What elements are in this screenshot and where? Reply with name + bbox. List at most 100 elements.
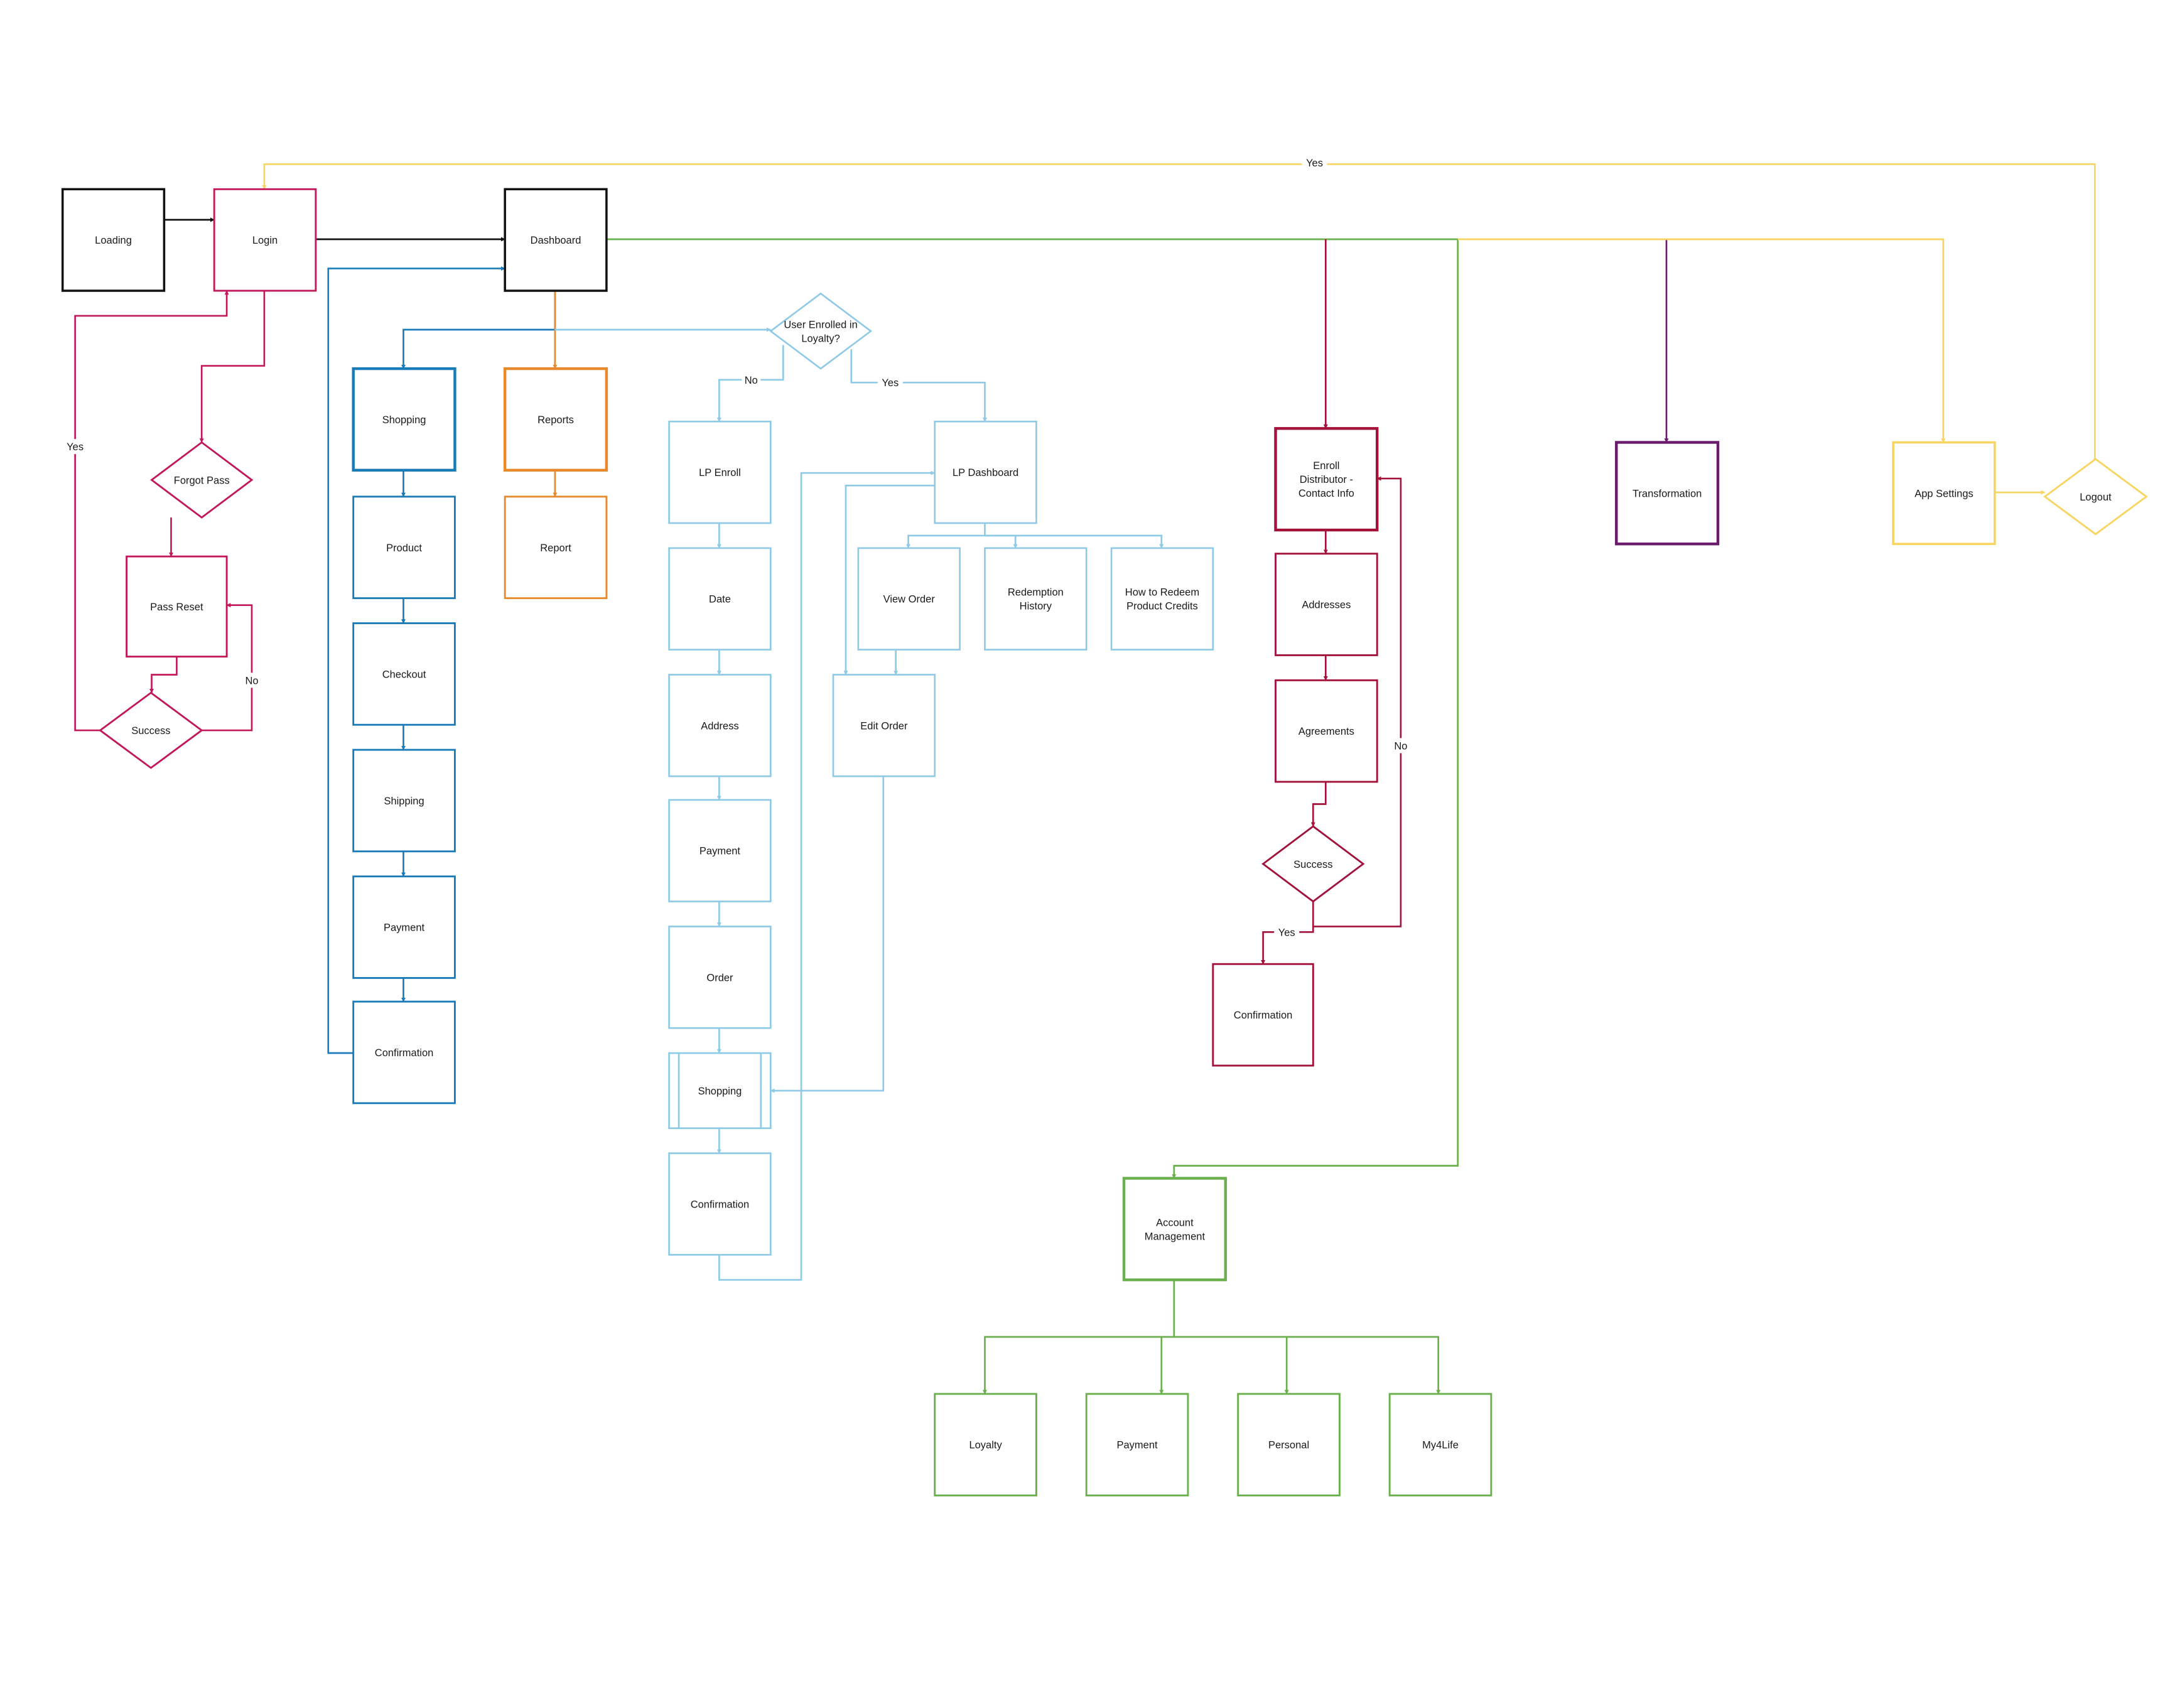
node-app-settings[interactable]: App Settings: [1892, 441, 1996, 545]
node-shape: [213, 188, 317, 292]
node-date[interactable]: Date: [668, 547, 772, 651]
node-logout[interactable]: Logout: [2043, 458, 2148, 536]
node-shipping[interactable]: Shipping: [352, 749, 456, 853]
node-label: Checkout: [382, 669, 426, 680]
node-shape: [668, 1052, 772, 1130]
node-pass-reset[interactable]: Pass Reset: [126, 555, 228, 658]
node-success-enroll[interactable]: Success: [1261, 825, 1365, 903]
node-agreements[interactable]: Agreements: [1275, 679, 1378, 783]
node-view-order[interactable]: View Order: [857, 547, 961, 651]
node-login[interactable]: Login: [213, 188, 317, 292]
node-product[interactable]: Product: [352, 495, 456, 600]
node-checkout[interactable]: Checkout: [352, 622, 456, 726]
node-confirmation-shop[interactable]: Confirmation: [352, 1000, 456, 1105]
node-shape: [1261, 825, 1365, 903]
node-loading[interactable]: Loading: [61, 188, 166, 292]
node-shape: [352, 875, 456, 979]
node-label: Success: [131, 725, 170, 737]
node-label: Address: [701, 720, 739, 732]
node-success-login[interactable]: Success: [99, 691, 203, 769]
node-label: Payment: [1117, 1440, 1158, 1451]
edge-label-bg: [877, 375, 903, 391]
node-shopping-lp[interactable]: Shopping: [668, 1052, 772, 1130]
node-label: Payment: [699, 846, 741, 857]
edge-label-logout-yes: Yes: [1306, 158, 1323, 169]
node-payment-shop[interactable]: Payment: [352, 875, 456, 979]
edge-label-bg: [1274, 924, 1300, 940]
node-forgot-pass[interactable]: Forgot Pass: [150, 441, 254, 519]
edge-success-yes: [74, 290, 229, 732]
node-address[interactable]: Address: [668, 674, 772, 777]
node-dashboard[interactable]: Dashboard: [504, 188, 608, 292]
node-my4life[interactable]: My4Life: [1388, 1393, 1493, 1496]
node-shape: [769, 292, 873, 370]
node-transformation[interactable]: Transformation: [1615, 441, 1720, 546]
node-loyalty[interactable]: Loyalty: [934, 1393, 1037, 1496]
node-shape: [1122, 1177, 1227, 1282]
node-label: Order: [706, 972, 733, 983]
node-shape: [857, 547, 961, 651]
node-label: Report: [540, 543, 571, 554]
node-lp-enroll[interactable]: LP Enroll: [668, 420, 772, 524]
node-label: Dashboard: [531, 235, 581, 246]
node-label: Pass Reset: [150, 602, 203, 613]
node-shape: [934, 420, 1037, 524]
edge-success-no: [202, 603, 253, 732]
edge-label-enrolled-no: No: [745, 375, 758, 386]
node-shape: [1275, 553, 1378, 656]
node-confirmation-lp[interactable]: Confirmation: [668, 1152, 772, 1256]
node-label: LP Dashboard: [953, 467, 1018, 478]
edge-label-bg: [1391, 738, 1410, 754]
edge-label-bg: [62, 439, 88, 455]
node-report[interactable]: Report: [504, 495, 608, 600]
edge-label-bg: [742, 372, 761, 387]
node-personal[interactable]: Personal: [1237, 1393, 1341, 1496]
edge-account-to-my4life: [1287, 1336, 1441, 1395]
node-lp-dashboard[interactable]: LP Dashboard: [934, 420, 1037, 524]
node-label: Confirmation: [691, 1199, 750, 1210]
edge-label-bg: [1302, 155, 1327, 171]
node-edit-order[interactable]: Edit Order: [832, 674, 936, 777]
edge-label-enrolled-yes: Yes: [882, 377, 899, 389]
node-confirmation-enroll[interactable]: Confirmation: [1212, 963, 1314, 1067]
node-shape: [352, 1000, 456, 1105]
node-label: Date: [709, 594, 731, 605]
node-label: Confirmation: [1234, 1010, 1293, 1021]
node-label: Edit Order: [860, 720, 908, 732]
node-label: Shopping: [698, 1086, 742, 1097]
node-shape: [61, 188, 166, 292]
node-label: My4Life: [1422, 1440, 1459, 1451]
node-reports[interactable]: Reports: [503, 367, 608, 472]
edge-lpdash-to-vieworder: [906, 523, 986, 549]
node-shape: [504, 188, 608, 292]
node-payment-acct[interactable]: Payment: [1085, 1393, 1189, 1496]
node-shopping[interactable]: Shopping: [352, 367, 456, 472]
node-shape: [504, 495, 608, 600]
edge-label-success-yes: Yes: [67, 441, 84, 453]
edge-label-enroll-yes: Yes: [1278, 927, 1295, 938]
node-shape: [352, 367, 456, 472]
node-shape: [1274, 427, 1379, 532]
edge-enrolled-yes: [850, 349, 987, 422]
node-label: Forgot Pass: [174, 475, 230, 486]
node-payment-lp[interactable]: Payment: [668, 799, 772, 902]
edge-label-enroll-no: No: [1394, 740, 1407, 752]
node-order[interactable]: Order: [668, 926, 772, 1029]
edge-dashboard-to-appsettings: [1457, 238, 1946, 443]
node-shape: [1212, 963, 1314, 1067]
node-shape: [1085, 1393, 1189, 1496]
node-addresses[interactable]: Addresses: [1275, 553, 1378, 656]
edge-login-to-forgot: [199, 291, 266, 443]
node-shape: [668, 1152, 772, 1256]
node-shape: [1275, 679, 1378, 783]
